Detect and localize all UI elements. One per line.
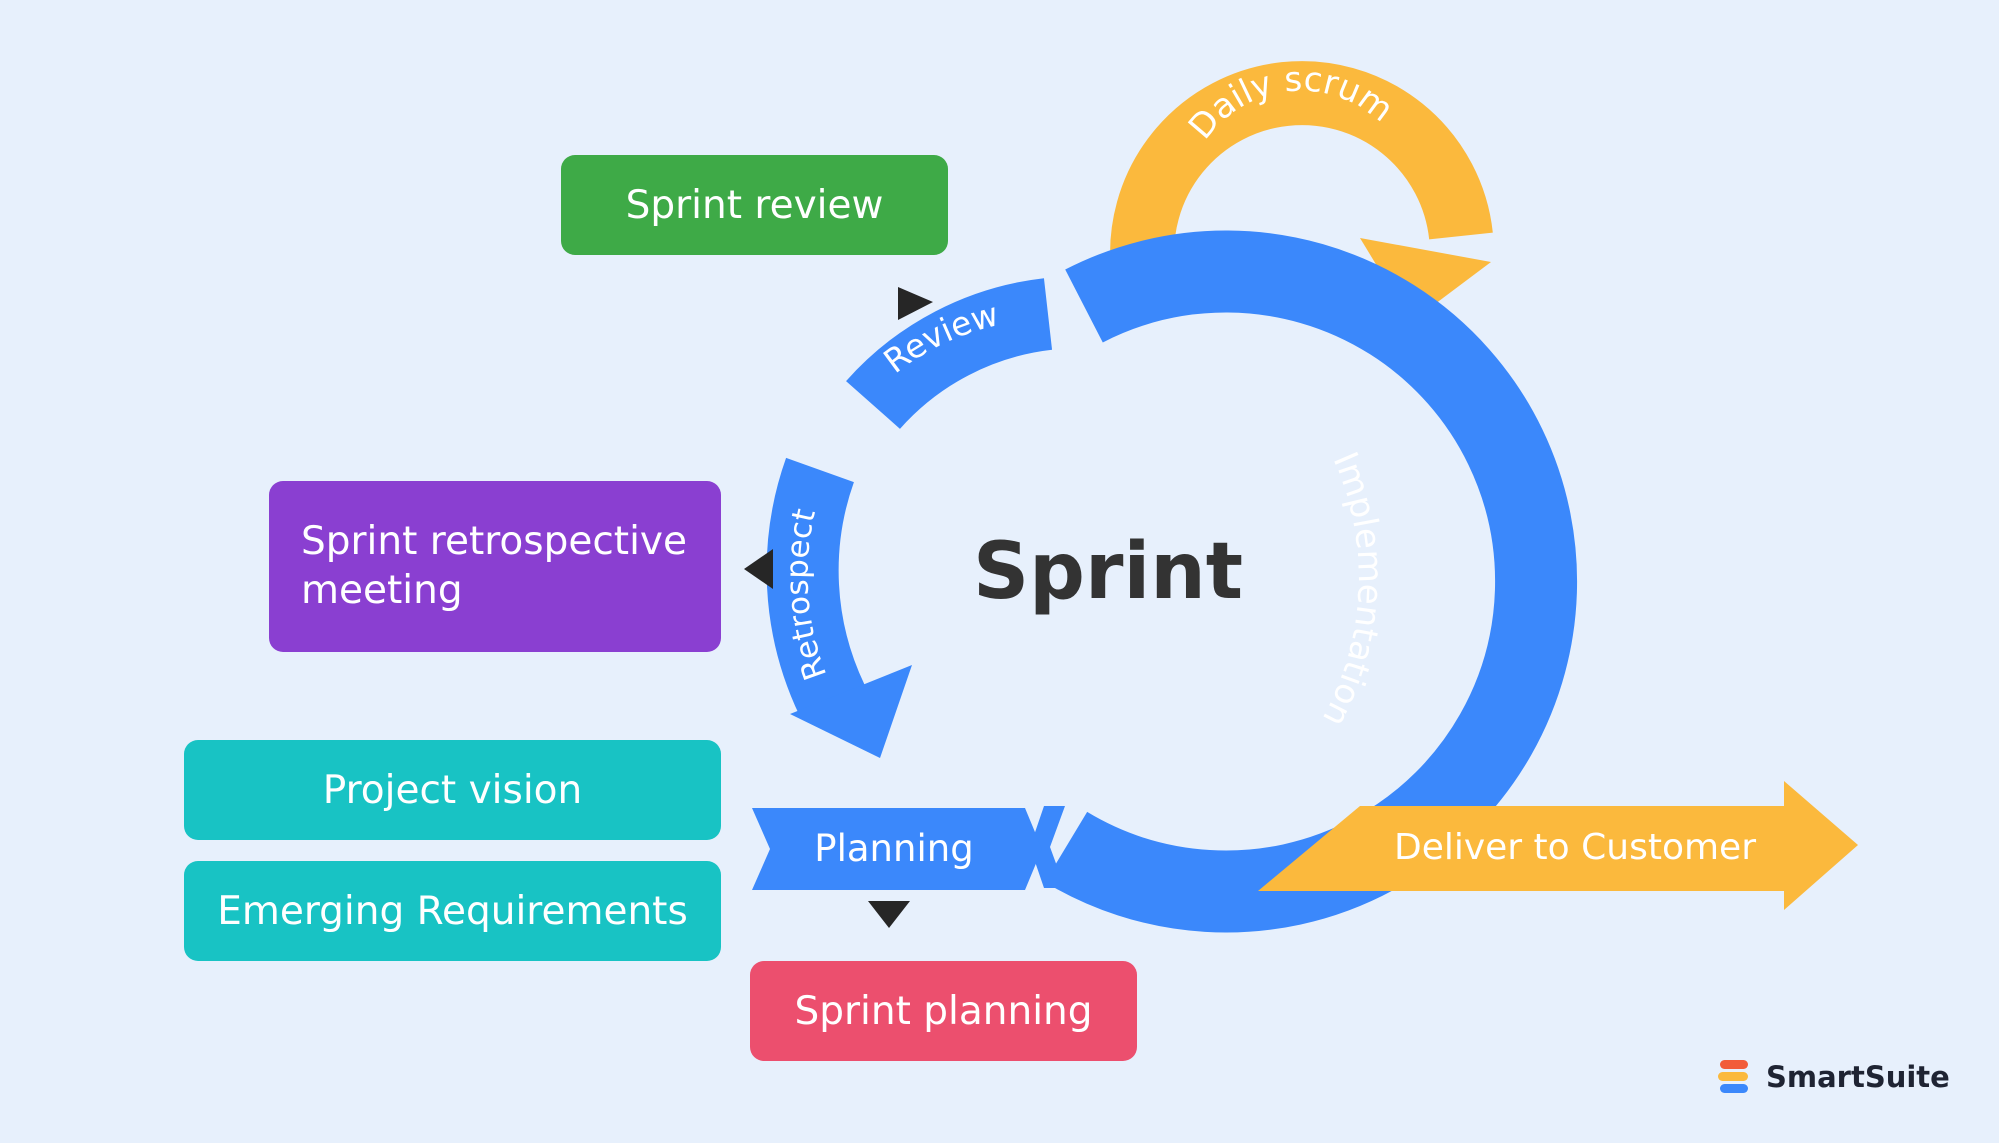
sprint-retrospective-card: Sprint retrospective meeting: [269, 481, 721, 652]
daily-scrum-arrowhead: [1360, 238, 1491, 322]
review-pointer-icon: [898, 287, 933, 320]
daily-scrum-arrow: [1110, 61, 1493, 274]
sprint-planning-text: Sprint planning: [794, 988, 1093, 1034]
planning-label: Planning: [814, 827, 973, 870]
implementation-label: Implementation: [1314, 446, 1390, 733]
smartsuite-logo-icon: [1718, 1060, 1748, 1093]
retrospect-arc: [766, 457, 865, 716]
brand-name: SmartSuite: [1766, 1060, 1950, 1094]
sprint-title: Sprint: [973, 527, 1243, 617]
retrospect-arrowhead: [790, 665, 912, 758]
retrospect-pointer-icon: [744, 549, 773, 589]
sprint-review-card: Sprint review: [561, 155, 948, 255]
planning-pointer-icon: [868, 901, 910, 928]
implementation-tail-notch: [1030, 806, 1065, 888]
emerging-requirements-text: Emerging Requirements: [217, 888, 688, 934]
planning-chevron: [752, 808, 1042, 890]
sprint-retrospective-text: Sprint retrospective meeting: [301, 518, 688, 613]
emerging-requirements-card: Emerging Requirements: [184, 861, 721, 961]
sprint-planning-card: Sprint planning: [750, 961, 1137, 1061]
project-vision-card: Project vision: [184, 740, 721, 840]
deliver-arrow: [1258, 781, 1858, 910]
project-vision-text: Project vision: [322, 767, 583, 813]
sprint-review-text: Sprint review: [625, 182, 884, 228]
deliver-label: Deliver to Customer: [1394, 827, 1756, 868]
review-arc: [846, 278, 1053, 430]
brand-logo: SmartSuite: [1716, 1055, 1950, 1099]
